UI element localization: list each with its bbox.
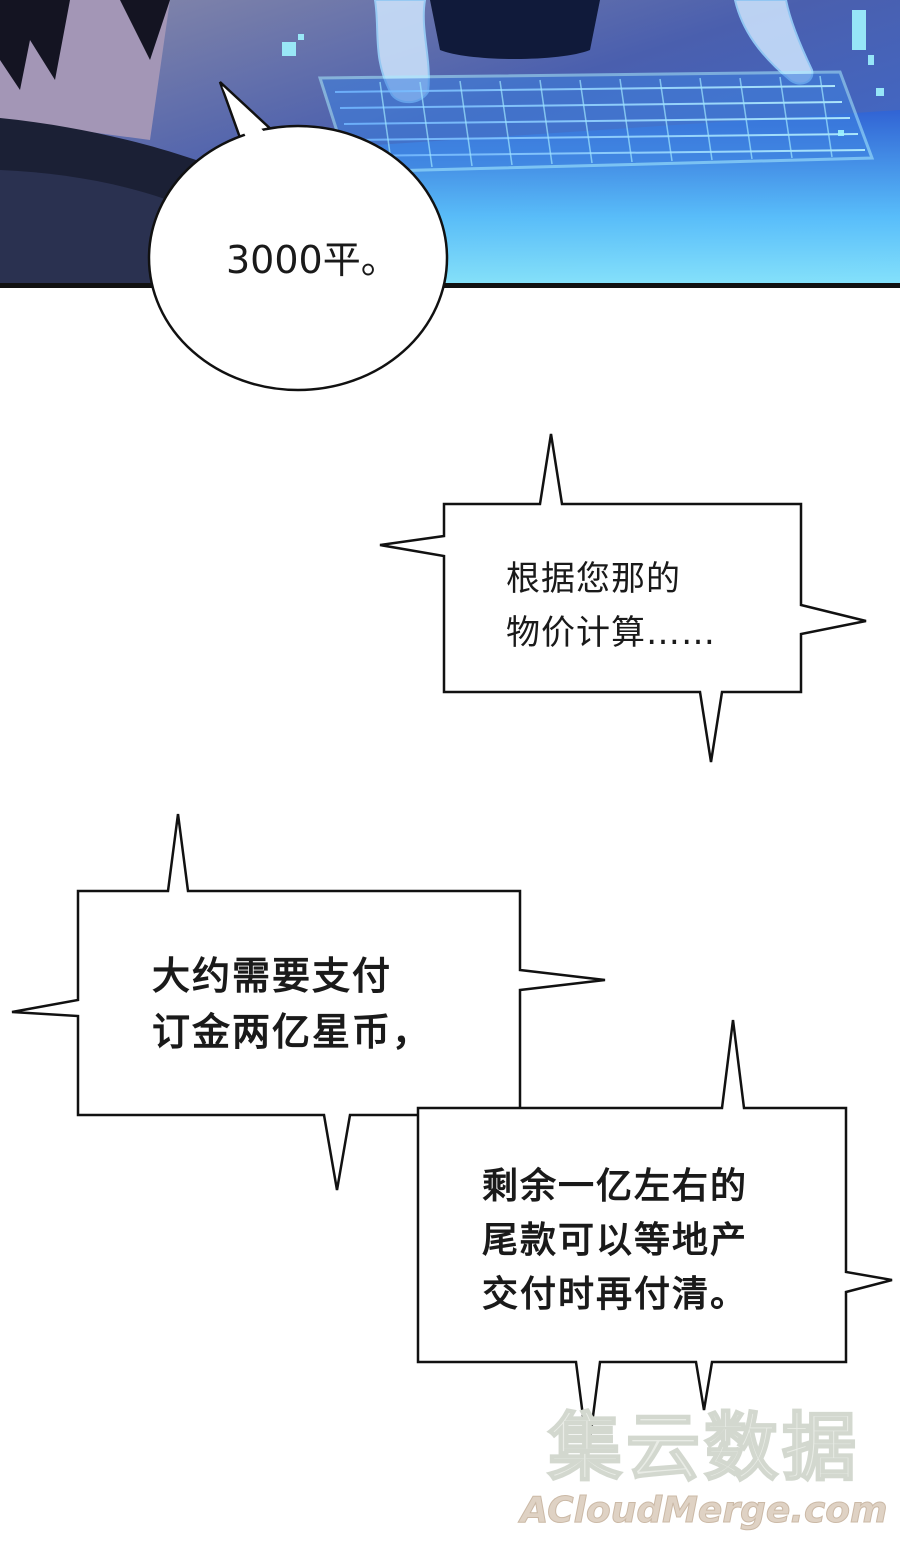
bubble-text-line: 订金两亿星币， <box>152 1010 433 1054</box>
bubble-text-line: 大约需要支付 <box>152 954 393 998</box>
comic-panel-keyboard-scene <box>0 0 900 288</box>
watermark-url-text: ACloudMerge.com <box>520 1490 888 1531</box>
spiky-bubble-3-text: 剩余一亿左右的 尾款可以等地产 交付时再付清。 <box>482 1160 748 1322</box>
bubble-text-line: 剩余一亿左右的 <box>482 1166 749 1207</box>
oval-bubble-text: 3000平。 <box>226 238 399 282</box>
spiky-bubble-1-text: 根据您那的 物价计算…… <box>506 552 716 660</box>
bubble-text-line: 尾款可以等地产 <box>482 1220 749 1261</box>
bubble-text-line: 3000平。 <box>226 238 399 282</box>
bubble-text-line: 交付时再付清。 <box>482 1274 749 1315</box>
spiky-bubble-2-text: 大约需要支付 订金两亿星币， <box>152 948 432 1060</box>
bubble-text-line: 根据您那的 <box>506 559 681 599</box>
watermark-chinese-text: 集云数据 <box>547 1404 860 1492</box>
watermark: 集云数据 ACloudMerge.com <box>514 1404 894 1531</box>
bubble-text-line: 物价计算…… <box>506 613 716 653</box>
